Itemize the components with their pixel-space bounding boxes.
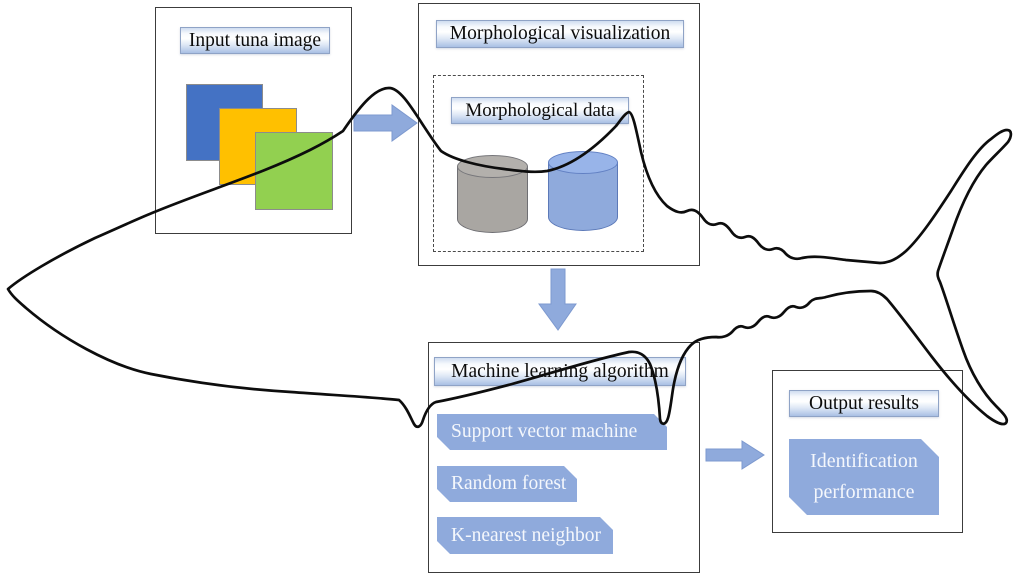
gray-database-top (457, 155, 528, 178)
algorithm-tag-knn: K-nearest neighbor (437, 517, 613, 554)
gray-database-cylinder-icon (457, 155, 528, 233)
arrow-input-to-morphology-icon (353, 104, 418, 142)
arrow-morphology-to-ml-icon (538, 268, 577, 331)
output-box-title: Output results (789, 390, 939, 417)
arrow-ml-to-output-icon (705, 440, 765, 470)
ml-box-title: Machine learning algorithm (434, 357, 686, 386)
algorithm-tag-random-forest: Random forest (437, 466, 577, 502)
algorithm-tag-svm: Support vector machine (437, 414, 667, 450)
blue-database-top (548, 151, 618, 174)
blue-database-cylinder-icon (548, 151, 618, 231)
green-image-swatch (255, 132, 333, 210)
input-box-title: Input tuna image (180, 27, 330, 54)
morphological-data-label: Morphological data (451, 97, 629, 124)
morphology-box-title: Morphological visualization (436, 20, 684, 48)
identification-performance-tag: Identification performance (789, 439, 939, 515)
